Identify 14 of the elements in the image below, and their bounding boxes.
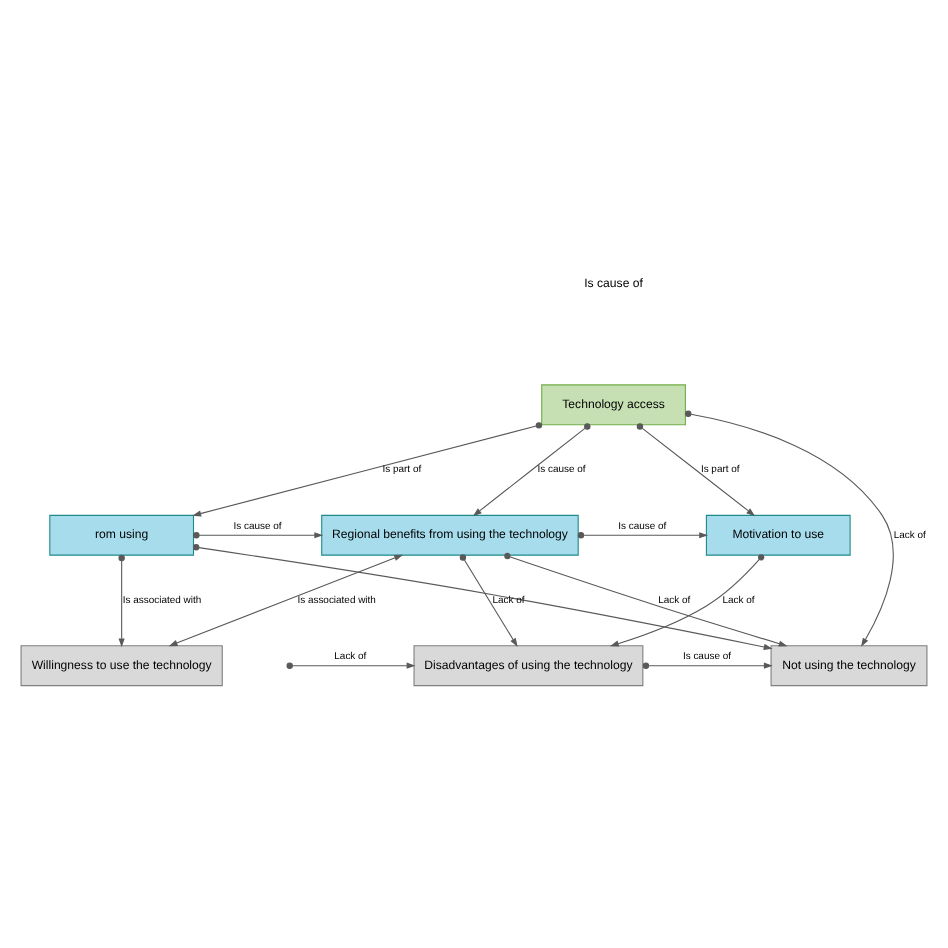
- arrow: [636, 422, 756, 516]
- arrow: [577, 531, 709, 538]
- arrow: [292, 661, 416, 668]
- arrow: [609, 553, 765, 646]
- arrow: [168, 553, 404, 646]
- arrow: [504, 551, 788, 646]
- arrow: [118, 553, 125, 647]
- arrow: [642, 661, 773, 668]
- arrow: [193, 531, 324, 538]
- arrow: [459, 553, 518, 646]
- arrow: [685, 409, 894, 646]
- arrow: [192, 543, 773, 649]
- arrow: [472, 422, 591, 516]
- arrow: [192, 421, 543, 516]
